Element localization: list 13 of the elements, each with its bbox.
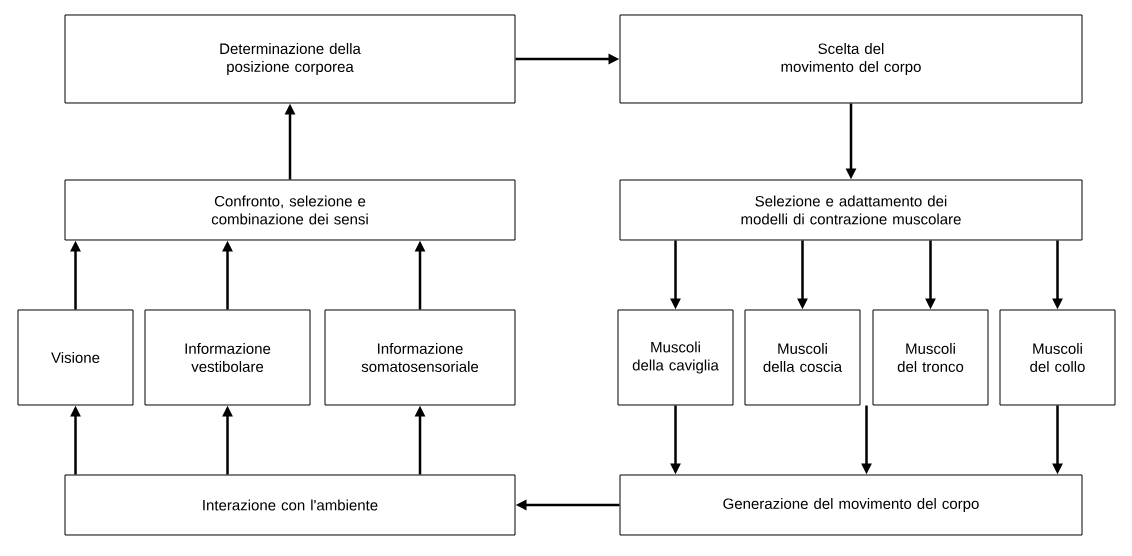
process-box: Muscoli del collo (999, 309, 1116, 406)
process-box: Informazione somatosensoriale (324, 309, 516, 406)
process-box: Scelta del movimento del corpo (619, 14, 1083, 104)
process-box: Muscoli del tronco (872, 309, 989, 406)
process-box: Generazione del movimento del corpo (619, 474, 1083, 536)
process-box: Confronto, selezione e combinazione dei sensi (64, 179, 516, 241)
process-box: Determinazione della posizione corporea (64, 14, 516, 104)
process-box: Selezione e adattamento dei modelli di contrazione muscolare (619, 179, 1083, 241)
process-box: Interazione con l'ambiente (64, 474, 516, 536)
process-box: Informazione vestibolare (144, 309, 311, 406)
process-box: Visione (17, 309, 134, 406)
process-box: Muscoli della coscia (744, 309, 861, 406)
process-box: Muscoli della caviglia (617, 309, 734, 406)
